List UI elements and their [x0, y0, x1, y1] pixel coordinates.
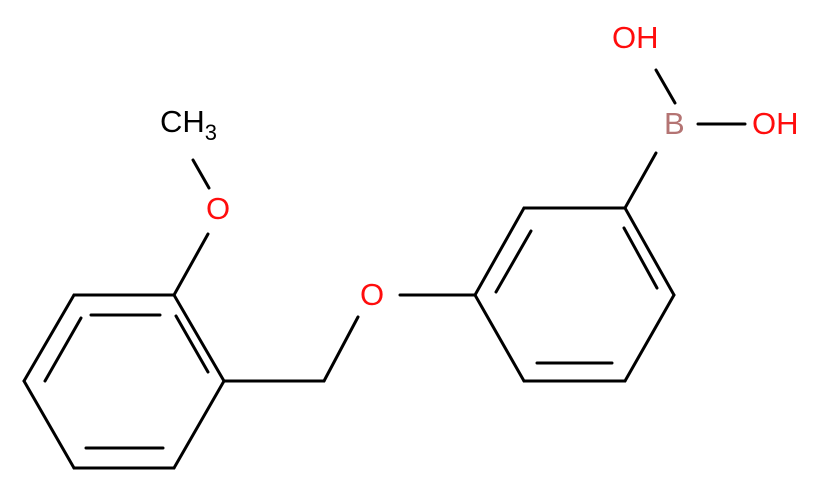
methoxy-oxygen-label: O [206, 191, 230, 226]
bond-c-b [623, 151, 658, 210]
atom-labels: OH OH B O O CH3 [160, 20, 799, 312]
bond [22, 379, 76, 470]
boron-label: B [664, 106, 685, 141]
double-bond-inner [43, 316, 83, 383]
ether-oxygen-label: O [360, 277, 384, 312]
bond-c-o-methoxy [172, 232, 210, 297]
left-benzene-ring [22, 293, 226, 470]
substituent-bonds [172, 68, 747, 383]
methyl-subscript: 3 [205, 120, 217, 145]
bond [172, 293, 226, 383]
bond [22, 293, 76, 383]
right-benzene-ring [473, 206, 676, 383]
bond [623, 206, 676, 297]
methyl-main: CH [160, 104, 205, 139]
bond-o-ch3 [191, 158, 211, 190]
bond-b-oh-top [654, 68, 677, 105]
methyl-label: CH3 [160, 104, 217, 145]
hydroxyl-top-label: OH [612, 20, 659, 55]
bond [473, 293, 526, 383]
bond [473, 206, 526, 297]
bond [172, 379, 226, 470]
hydroxyl-right-label: OH [752, 106, 799, 141]
double-bond-inner [494, 229, 533, 294]
bond-o-ch2 [322, 315, 360, 383]
double-bond-inner [622, 226, 659, 290]
bond [623, 293, 676, 383]
double-bond-inner [174, 314, 210, 374]
